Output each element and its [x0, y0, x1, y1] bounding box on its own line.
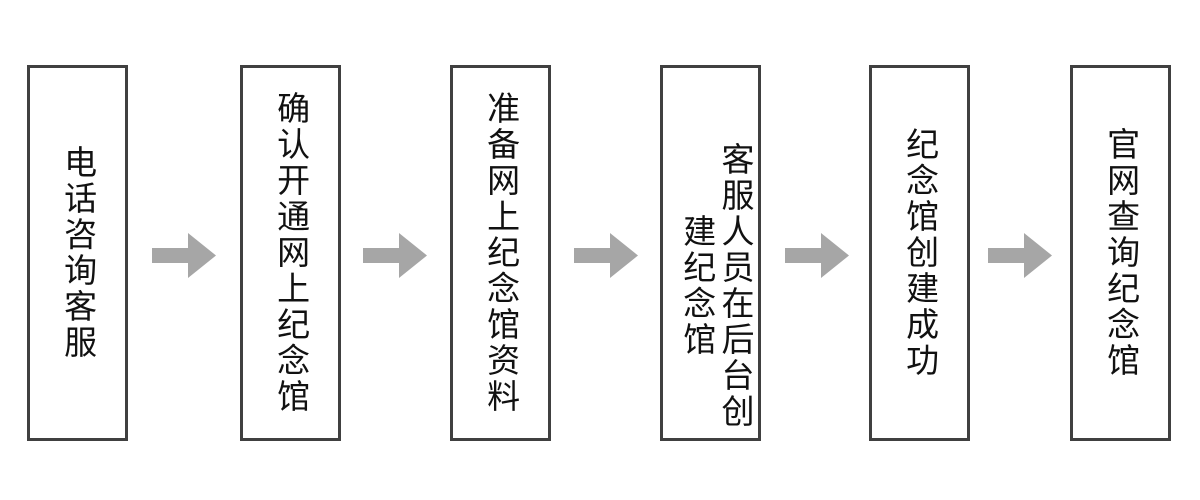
- process-node-step-5[interactable]: 纪念馆创建成功: [869, 65, 970, 441]
- right-arrow-icon: [152, 233, 216, 278]
- process-node-step-3[interactable]: 准备网上纪念馆资料: [450, 65, 551, 441]
- process-node-label: 官网查询纪念馆: [1101, 127, 1141, 379]
- process-node-step-2[interactable]: 确认开通网上纪念馆: [240, 65, 341, 441]
- process-node-step-1[interactable]: 电话咨询客服: [27, 65, 128, 441]
- process-node-step-4[interactable]: 客服人员在后台创建纪念馆: [660, 65, 761, 441]
- right-arrow-icon: [363, 233, 427, 278]
- process-node-step-6[interactable]: 官网查询纪念馆: [1070, 65, 1171, 441]
- process-node-label: 准备网上纪念馆资料: [481, 91, 521, 415]
- process-node-label: 客服人员在后台创建纪念馆: [677, 142, 755, 430]
- right-arrow-icon: [785, 233, 849, 278]
- process-node-label: 电话咨询客服: [58, 145, 98, 361]
- process-node-label: 确认开通网上纪念馆: [271, 91, 311, 415]
- process-node-label: 纪念馆创建成功: [900, 127, 940, 379]
- right-arrow-icon: [574, 233, 638, 278]
- right-arrow-icon: [988, 233, 1052, 278]
